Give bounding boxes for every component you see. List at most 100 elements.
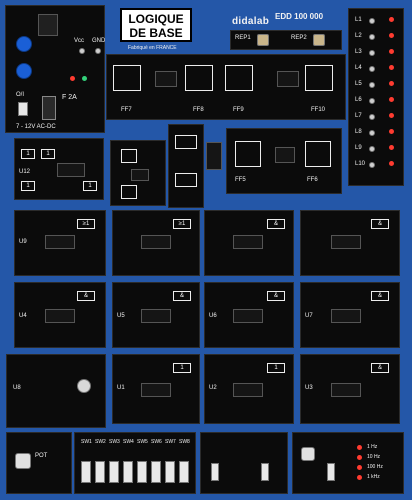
led-indicator bbox=[389, 33, 394, 38]
ff-mid2-gate-1 bbox=[175, 135, 197, 149]
freq-label-1: 1 Hz bbox=[367, 444, 378, 450]
r2-4-chip bbox=[331, 309, 361, 323]
vcc-terminal[interactable] bbox=[79, 48, 85, 54]
u12-gate-4: 1 bbox=[83, 181, 97, 191]
r3-2-label: U2 bbox=[209, 385, 217, 391]
r3-1-chip bbox=[141, 383, 171, 397]
led-label: L4 bbox=[355, 65, 362, 71]
gate-panel-r1-3: & bbox=[204, 210, 294, 276]
freq-label-2: 10 Hz bbox=[367, 454, 381, 460]
power-jack-blue-2[interactable] bbox=[16, 63, 32, 79]
brand-logo: didalab bbox=[232, 16, 270, 27]
pot-label: POT bbox=[35, 453, 48, 459]
led-indicator bbox=[389, 145, 394, 150]
ff9-chip bbox=[277, 71, 299, 87]
led-label: L1 bbox=[355, 17, 362, 23]
ff10-block bbox=[305, 65, 333, 91]
power-jack-blue-1[interactable] bbox=[16, 36, 32, 52]
fuse-holder[interactable] bbox=[42, 96, 56, 120]
r1-4-gate: & bbox=[371, 219, 389, 229]
r3-2-chip bbox=[233, 383, 263, 397]
rep1-connector[interactable] bbox=[257, 34, 269, 46]
led-indicator bbox=[389, 17, 394, 22]
r2-3-gate: & bbox=[267, 291, 285, 301]
led-indicator bbox=[389, 129, 394, 134]
r1-2-gate: ≥1 bbox=[173, 219, 191, 229]
slide-switch[interactable] bbox=[151, 461, 161, 483]
led-input-jack[interactable] bbox=[369, 66, 375, 72]
rep2-connector[interactable] bbox=[313, 34, 325, 46]
gate-panel-r2-2: U5& bbox=[112, 282, 200, 348]
rep2-label: REP2 bbox=[291, 35, 307, 41]
r3-3-gate: & bbox=[371, 363, 389, 373]
flipflop-panel-ff5-ff6: FF5 FF6 bbox=[226, 128, 342, 194]
led-label: L3 bbox=[355, 49, 362, 55]
r1-3-gate: & bbox=[267, 219, 285, 229]
switch-label: SW2 bbox=[95, 439, 106, 445]
led-input-jack[interactable] bbox=[369, 18, 375, 24]
power-led-green bbox=[82, 76, 87, 81]
led-label: L9 bbox=[355, 145, 362, 151]
led-input-jack[interactable] bbox=[369, 50, 375, 56]
led-indicator bbox=[389, 65, 394, 70]
slide-switch[interactable] bbox=[123, 461, 133, 483]
gate-panel-u12: 1 1 1 1 U12 bbox=[14, 138, 104, 200]
toggle-switch-1[interactable] bbox=[211, 463, 219, 481]
led-input-jack[interactable] bbox=[369, 114, 375, 120]
pot-knob[interactable] bbox=[15, 453, 31, 469]
power-switch[interactable] bbox=[18, 102, 28, 116]
switch-label: SW4 bbox=[123, 439, 134, 445]
title-line-1: LOGIQUE bbox=[128, 12, 184, 26]
gate-panel-r2-1: U4& bbox=[14, 282, 106, 348]
vcc-label: Vcc bbox=[74, 38, 85, 44]
u12-gate-3: 1 bbox=[21, 181, 35, 191]
fuse-label: F 2A bbox=[62, 94, 77, 101]
toggle-panel bbox=[200, 432, 288, 494]
flipflop-panel-mid bbox=[110, 140, 166, 206]
led-input-jack[interactable] bbox=[369, 130, 375, 136]
clock-toggle[interactable] bbox=[327, 463, 335, 481]
gate-panel-r1-1: U9≥1 bbox=[14, 210, 106, 276]
clock-knob[interactable] bbox=[301, 447, 315, 461]
u12-gate-2: 1 bbox=[41, 149, 55, 159]
ff-chip-extra bbox=[206, 142, 222, 170]
led-input-jack[interactable] bbox=[369, 34, 375, 40]
led-input-jack[interactable] bbox=[369, 162, 375, 168]
r3-3-chip bbox=[331, 383, 361, 397]
ff7-chip bbox=[155, 71, 177, 87]
gnd-terminal[interactable] bbox=[95, 48, 101, 54]
slide-switch[interactable] bbox=[109, 461, 119, 483]
r1-4-chip bbox=[331, 235, 361, 249]
ff9-block bbox=[225, 65, 253, 91]
ff8-block bbox=[185, 65, 213, 91]
switch-label: SW8 bbox=[179, 439, 190, 445]
flipflop-panel-top: FF7 FF8 FF9 FF10 bbox=[106, 54, 346, 120]
led-label: L5 bbox=[355, 81, 362, 87]
r2-1-chip bbox=[45, 309, 75, 323]
slide-switch[interactable] bbox=[95, 461, 105, 483]
ff6-label: FF6 bbox=[307, 177, 318, 183]
switch-label: SW6 bbox=[151, 439, 162, 445]
slide-switch[interactable] bbox=[81, 461, 91, 483]
led-indicator bbox=[389, 49, 394, 54]
freq-label-3: 100 Hz bbox=[367, 464, 383, 470]
led-input-jack[interactable] bbox=[369, 146, 375, 152]
board-title: LOGIQUE DE BASE bbox=[120, 8, 192, 42]
led-input-jack[interactable] bbox=[369, 98, 375, 104]
slide-switch[interactable] bbox=[165, 461, 175, 483]
gnd-label: GND bbox=[92, 38, 106, 44]
slide-switch[interactable] bbox=[137, 461, 147, 483]
potentiometer-icon[interactable] bbox=[77, 379, 91, 393]
r2-1-label: U4 bbox=[19, 313, 27, 319]
freq-led-4 bbox=[357, 475, 362, 480]
freq-led-3 bbox=[357, 465, 362, 470]
led-input-jack[interactable] bbox=[369, 82, 375, 88]
slide-switch[interactable] bbox=[179, 461, 189, 483]
led-label: L6 bbox=[355, 97, 362, 103]
toggle-switch-2[interactable] bbox=[261, 463, 269, 481]
pot-panel: POT bbox=[6, 432, 72, 494]
